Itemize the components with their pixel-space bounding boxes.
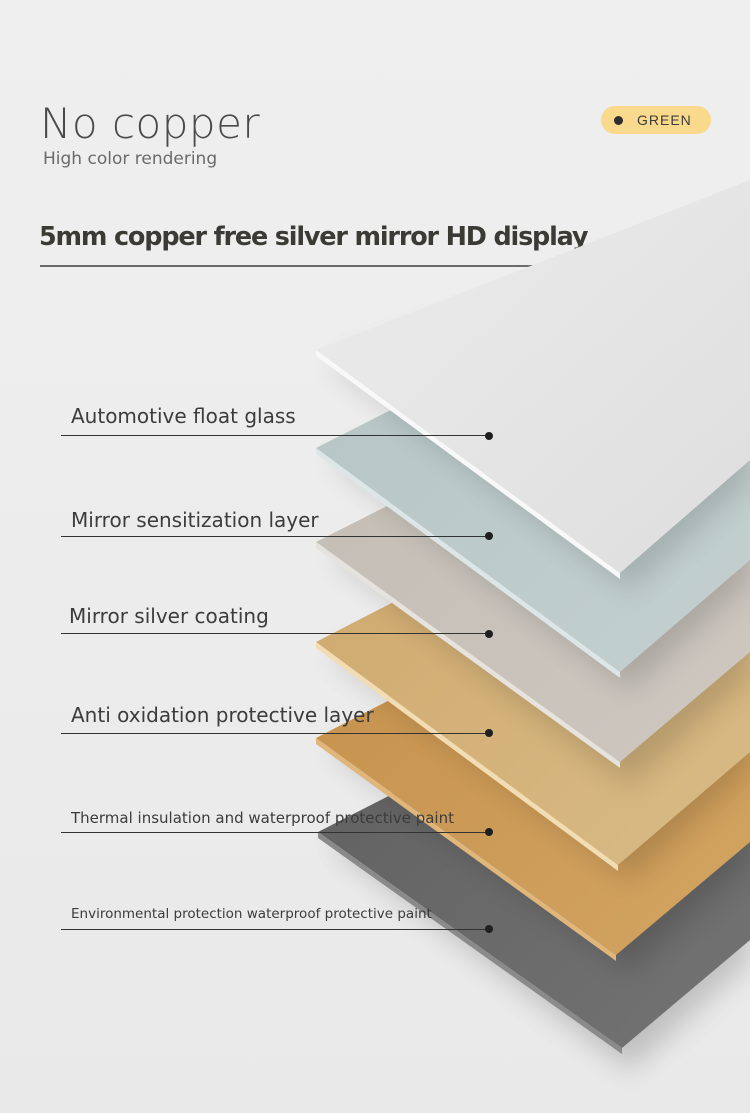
callout-dot-icon (485, 432, 493, 440)
layer-label-sensitization: Mirror sensitization layer (71, 508, 319, 532)
color-badge: GREEN (601, 106, 711, 134)
callout-line (61, 536, 489, 537)
callout-dot-icon (485, 925, 493, 933)
layer-float-glass (316, 180, 750, 573)
callout-dot-icon (485, 630, 493, 638)
badge-label: GREEN (637, 112, 692, 128)
layer-label-silver-coating: Mirror silver coating (69, 604, 269, 628)
layer-edge (316, 350, 620, 579)
callout-line (61, 633, 489, 634)
layer-label-float-glass: Automotive float glass (71, 404, 296, 428)
layer-edge (316, 642, 618, 871)
callout-line (61, 733, 489, 734)
heading-divider (40, 265, 661, 267)
callout-dot-icon (485, 828, 493, 836)
callout-dot-icon (485, 532, 493, 540)
layer-edge (318, 832, 622, 1054)
page-title: No copper (40, 99, 261, 148)
layer-label-environmental-paint: Environmental protection waterproof prot… (71, 906, 432, 922)
page-subtitle: High color rendering (43, 149, 218, 169)
layer-label-anti-oxidation: Anti oxidation protective layer (71, 703, 374, 727)
callout-line (61, 435, 489, 436)
callout-line (61, 832, 489, 833)
callout-dot-icon (485, 729, 493, 737)
badge-dot-icon (614, 116, 623, 125)
layer-edge (316, 448, 620, 678)
layer-edge (316, 738, 616, 961)
callout-line (61, 929, 489, 930)
layer-label-thermal-paint: Thermal insulation and waterproof protec… (71, 809, 454, 827)
layer-edge (316, 542, 620, 768)
section-heading: 5mm copper free silver mirror HD display (39, 222, 589, 252)
